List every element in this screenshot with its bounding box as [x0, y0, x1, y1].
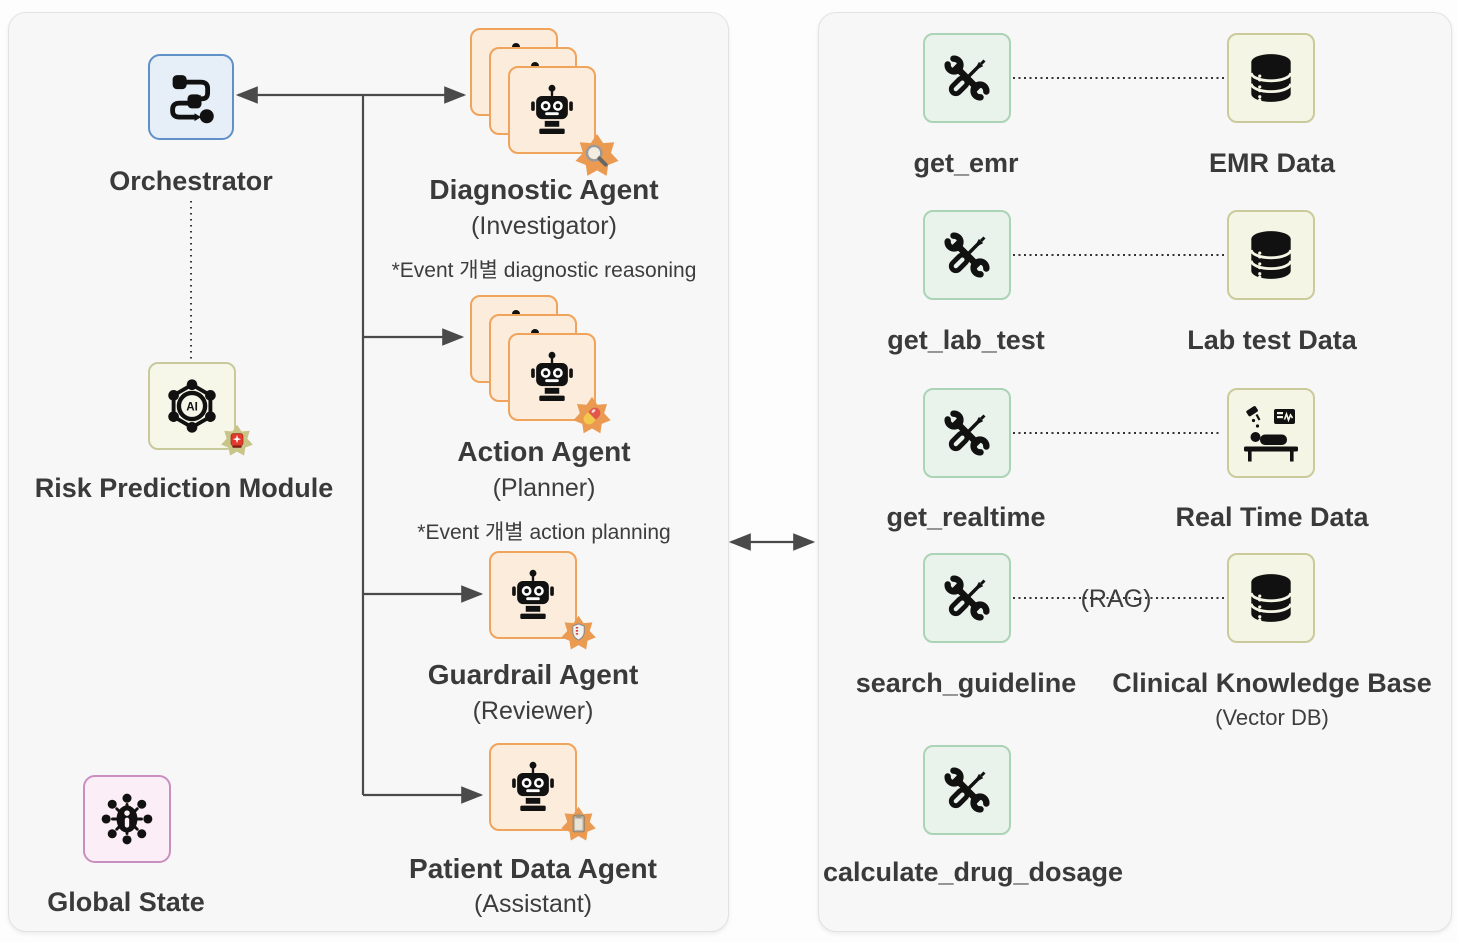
ai-hexagon-icon: AI: [168, 379, 216, 433]
risk-prediction-label: Risk Prediction Module: [34, 473, 334, 503]
search-guideline-node: [923, 553, 1011, 643]
tools-icon: [936, 567, 998, 629]
database-icon: [1241, 225, 1301, 285]
patient-data-agent-card: [489, 743, 577, 831]
tools-icon: [936, 47, 998, 109]
guardrail-agent-card: [489, 551, 577, 639]
guardrail-agent-role: (Reviewer): [472, 697, 594, 725]
emr-data-node: [1227, 33, 1315, 123]
risk-prediction-node: AI: [148, 362, 236, 450]
tools-icon: [936, 759, 998, 821]
tools-icon: [936, 224, 998, 286]
calculate-drug-dosage-node: [923, 745, 1011, 835]
orchestrator-label: Orchestrator: [109, 166, 273, 196]
diagnostic-agent-note: *Event 개별 diagnostic reasoning: [391, 259, 697, 282]
clinical-knowledge-base-node: [1227, 553, 1315, 643]
get-realtime-label: get_realtime: [886, 502, 1046, 532]
workflow-icon: [163, 69, 219, 125]
svg-text:AI: AI: [186, 400, 198, 413]
diagnostic-agent-name: Diagnostic Agent: [429, 174, 659, 205]
clinical-knowledge-base-label: Clinical Knowledge Base: [1112, 668, 1432, 698]
database-icon: [1241, 48, 1301, 108]
vector-db-sublabel: (Vector DB): [1215, 705, 1329, 730]
orchestrator-node: [148, 54, 234, 140]
action-agent-name: Action Agent: [457, 436, 631, 467]
action-agent-role: (Planner): [492, 474, 596, 502]
calculate-drug-dosage-label: calculate_drug_dosage: [822, 857, 1124, 887]
tools-icon: [936, 402, 998, 464]
rag-link-label: (RAG): [1080, 585, 1152, 613]
robot-icon: [504, 758, 562, 816]
get-emr-label: get_emr: [913, 148, 1019, 178]
patient-data-agent-name: Patient Data Agent: [409, 853, 657, 884]
alert-beacon-badge: [220, 424, 254, 458]
get-lab-test-node: [923, 210, 1011, 300]
database-icon: [1241, 568, 1301, 628]
robot-icon: [523, 81, 581, 139]
info-hub-icon: [98, 790, 156, 848]
lab-test-data-node: [1227, 210, 1315, 300]
clipboard-badge: [560, 806, 597, 843]
diagnostic-agent-role: (Investigator): [471, 212, 617, 240]
diagnostic-agent-card: [508, 66, 596, 154]
get-emr-node: [923, 33, 1011, 123]
patient-monitor-icon: [1239, 401, 1303, 465]
shield-badge: [560, 615, 597, 652]
emr-data-label: EMR Data: [1208, 148, 1336, 178]
global-state-label: Global State: [47, 887, 205, 917]
get-lab-test-label: get_lab_test: [887, 325, 1045, 355]
get-realtime-node: [923, 388, 1011, 478]
pill-badge: [572, 396, 612, 436]
robot-icon: [504, 566, 562, 624]
magnifier-badge: [574, 133, 620, 179]
search-guideline-label: search_guideline: [855, 668, 1077, 698]
real-time-data-node: [1227, 388, 1315, 478]
lab-test-data-label: Lab test Data: [1187, 325, 1357, 355]
guardrail-agent-name: Guardrail Agent: [427, 659, 639, 690]
global-state-node: [83, 775, 171, 863]
action-agent-note: *Event 개별 action planning: [417, 521, 671, 544]
patient-data-agent-role: (Assistant): [473, 890, 593, 918]
real-time-data-label: Real Time Data: [1175, 502, 1369, 532]
